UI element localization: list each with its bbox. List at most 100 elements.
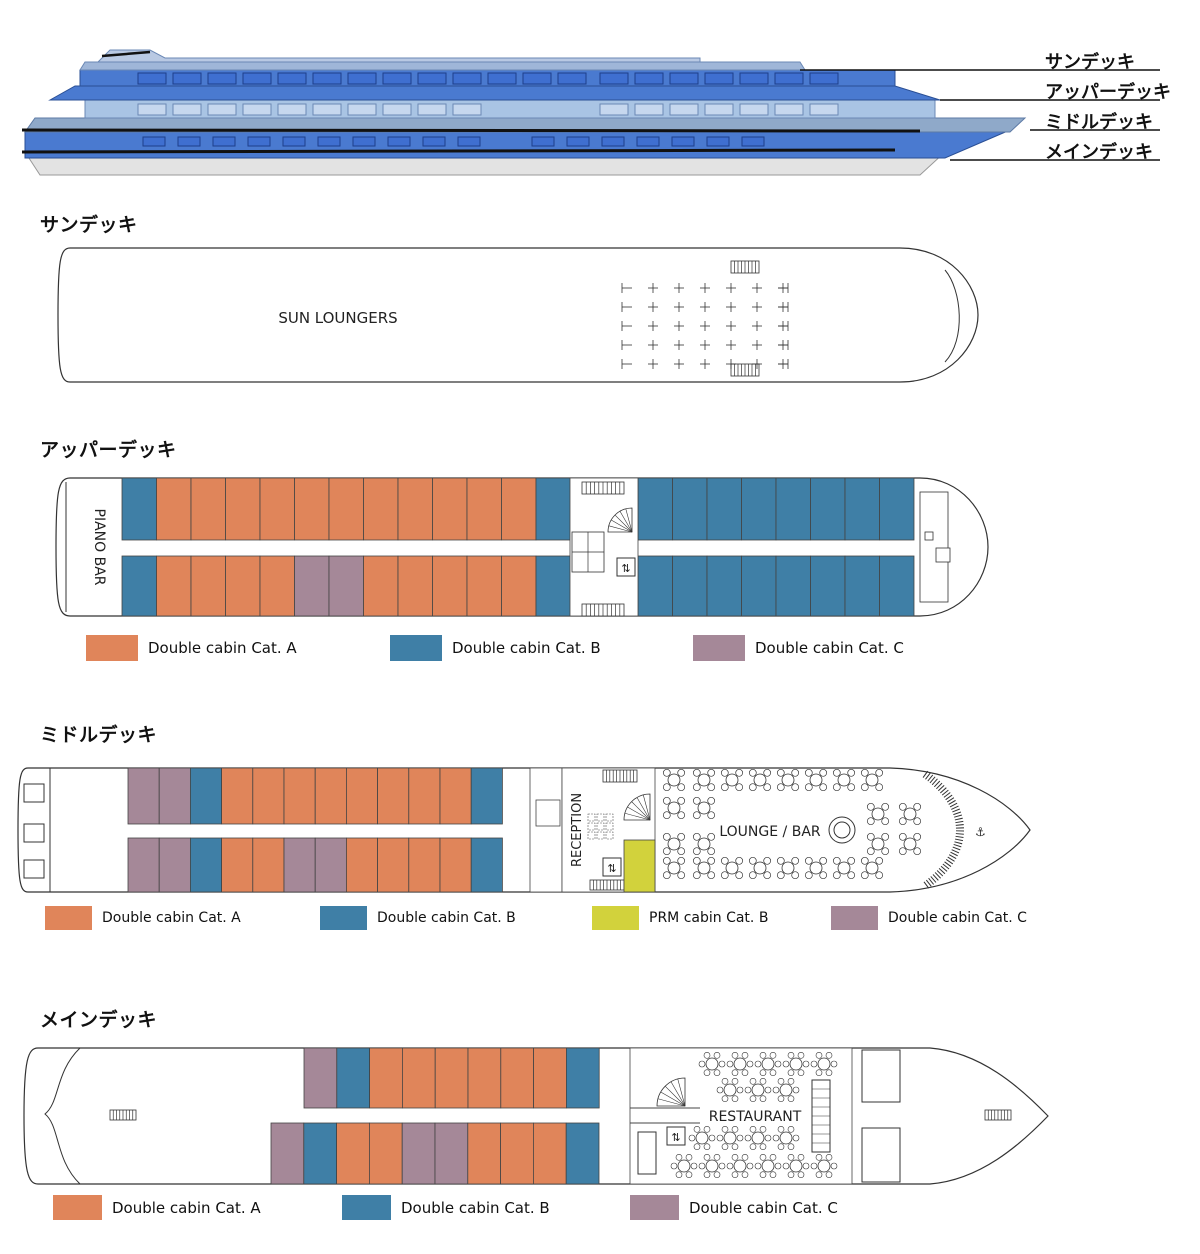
chair bbox=[690, 1162, 698, 1170]
cabin bbox=[565, 1122, 600, 1185]
chair bbox=[735, 783, 744, 792]
sun-deck-outline bbox=[57, 247, 979, 383]
chair bbox=[898, 817, 907, 826]
legend-swatch bbox=[390, 635, 442, 661]
chair bbox=[746, 1060, 754, 1068]
chair bbox=[791, 768, 800, 777]
cabin bbox=[345, 767, 378, 825]
chair bbox=[713, 1171, 721, 1178]
chair bbox=[847, 783, 856, 792]
cabin bbox=[879, 477, 915, 541]
chair bbox=[693, 1126, 701, 1133]
main-deck-plan: ⇅ RESTAURANT bbox=[23, 1047, 1049, 1185]
chair bbox=[772, 1134, 780, 1142]
restaurant-table bbox=[789, 1159, 803, 1173]
cabin bbox=[533, 1122, 567, 1185]
chair bbox=[707, 783, 716, 792]
window bbox=[809, 103, 839, 116]
chair bbox=[703, 1126, 711, 1133]
lounge-table bbox=[697, 837, 711, 851]
chair bbox=[754, 1162, 762, 1170]
sun-deck-bow-line bbox=[944, 269, 960, 363]
chair bbox=[707, 871, 716, 880]
prm-cabin bbox=[623, 839, 656, 893]
middle-legend-cat-b: Double cabin Cat. B bbox=[320, 906, 516, 930]
stair-step bbox=[660, 1091, 686, 1107]
window bbox=[172, 72, 202, 85]
chair bbox=[797, 1052, 805, 1059]
cabin bbox=[501, 555, 537, 617]
window bbox=[282, 136, 306, 147]
chair bbox=[866, 817, 875, 826]
cabin bbox=[466, 555, 502, 617]
cabin bbox=[432, 555, 468, 617]
stair-step bbox=[670, 1081, 686, 1107]
restaurant-table bbox=[733, 1159, 747, 1173]
chair bbox=[804, 768, 813, 777]
chair bbox=[677, 832, 686, 841]
bow-stairs bbox=[922, 770, 965, 890]
bow-room bbox=[861, 1049, 901, 1103]
chair bbox=[718, 1060, 726, 1068]
window bbox=[312, 72, 342, 85]
bow-fixture bbox=[924, 531, 934, 541]
elevator-arrows-icon: ⇅ bbox=[607, 862, 616, 875]
cabin bbox=[432, 477, 468, 541]
window bbox=[387, 136, 411, 147]
main-deck-title: メインデッキ bbox=[40, 1009, 158, 1031]
restaurant-table bbox=[705, 1057, 719, 1071]
middle-legend-cat-c: Double cabin Cat. C bbox=[831, 906, 1027, 930]
chair bbox=[764, 1134, 772, 1142]
stair-step bbox=[627, 806, 651, 821]
chair bbox=[804, 783, 813, 792]
lounge-table bbox=[781, 861, 795, 875]
chair bbox=[810, 1060, 818, 1068]
chair bbox=[713, 1069, 721, 1076]
window bbox=[704, 103, 734, 116]
chair bbox=[774, 1162, 782, 1170]
cabin bbox=[189, 767, 222, 825]
chair bbox=[741, 1154, 749, 1161]
chair bbox=[769, 1052, 777, 1059]
lounge-table bbox=[697, 801, 711, 815]
chair bbox=[731, 1154, 739, 1161]
elevator-icon bbox=[666, 1126, 686, 1146]
chair bbox=[797, 1154, 805, 1161]
elevator-icon bbox=[602, 857, 622, 877]
legend-swatch bbox=[342, 1195, 391, 1220]
buffet-counter bbox=[637, 1131, 657, 1175]
chair bbox=[741, 1069, 749, 1076]
chair bbox=[810, 1162, 818, 1170]
chair bbox=[692, 811, 701, 820]
chair bbox=[736, 1134, 744, 1142]
chair bbox=[759, 1052, 767, 1059]
restaurant-table bbox=[751, 1083, 765, 1097]
chair bbox=[677, 856, 686, 865]
window bbox=[601, 136, 625, 147]
legend-swatch bbox=[630, 1195, 679, 1220]
sun-loungers-label: SUN LOUNGERS bbox=[278, 309, 397, 327]
cabin bbox=[252, 767, 285, 825]
lounge-table bbox=[871, 807, 885, 821]
stair-step bbox=[624, 812, 651, 821]
reception-desk bbox=[596, 822, 605, 831]
chair bbox=[707, 768, 716, 777]
service-room bbox=[535, 799, 561, 827]
cabin bbox=[810, 555, 846, 617]
cabin bbox=[314, 767, 347, 825]
chair bbox=[802, 1060, 810, 1068]
chair bbox=[825, 1052, 833, 1059]
window bbox=[172, 103, 202, 116]
chair bbox=[662, 847, 671, 856]
window bbox=[636, 136, 660, 147]
chair bbox=[749, 1078, 757, 1085]
cabin bbox=[397, 555, 433, 617]
cabin bbox=[439, 767, 472, 825]
cabin bbox=[533, 1047, 567, 1109]
cabin bbox=[637, 477, 673, 541]
window bbox=[452, 103, 482, 116]
chair bbox=[881, 817, 890, 826]
chair bbox=[847, 768, 856, 777]
window bbox=[566, 136, 590, 147]
window bbox=[312, 103, 342, 116]
